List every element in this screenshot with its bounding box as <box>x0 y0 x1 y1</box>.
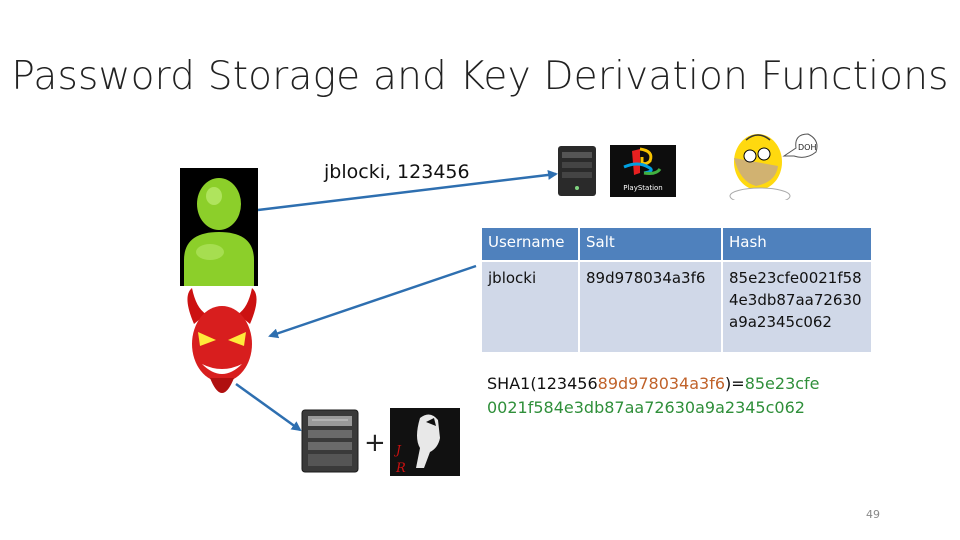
formula-hash-line2: 0021f584e3db87aa72630a9a2345c062 <box>487 398 805 417</box>
formula-mid: )= <box>725 374 745 393</box>
hash-line: 4e3db87aa72630 <box>729 291 862 309</box>
cell-hash: 85e23cfe0021f58 4e3db87aa72630 a9a2345c0… <box>723 262 871 352</box>
sha1-formula: SHA1(12345689d978034a3f6)=85e23cfe 0021f… <box>487 372 820 420</box>
page-number: 49 <box>866 508 880 521</box>
svg-text:J: J <box>393 443 402 457</box>
homer-doh-icon: DOH <box>729 133 818 200</box>
cell-username: jblocki <box>482 262 578 352</box>
slide-title: Password Storage and Key Derivation Func… <box>11 54 949 99</box>
header-salt: Salt <box>580 228 721 260</box>
formula-prefix: SHA1(123456 <box>487 374 598 393</box>
table-header-row: Username Salt Hash <box>482 228 871 260</box>
cell-salt: 89d978034a3f6 <box>580 262 721 352</box>
formula-salt: 89d978034a3f6 <box>597 374 726 393</box>
plus-sign: + <box>364 428 386 458</box>
hash-line: 85e23cfe0021f58 <box>729 269 862 287</box>
hash-line: a9a2345c062 <box>729 313 832 331</box>
header-hash: Hash <box>723 228 871 260</box>
devil-attacker-icon <box>187 288 257 393</box>
arrow-table-to-attacker <box>268 264 477 339</box>
header-username: Username <box>482 228 578 260</box>
cracking-server-icon <box>301 409 359 473</box>
user-icon <box>180 168 258 286</box>
playstation-symbol-icon <box>623 147 662 175</box>
server-icon <box>558 146 596 196</box>
credentials-label: jblocki, 123456 <box>324 161 470 183</box>
arrow-attacker-to-cracker <box>235 382 302 432</box>
john-the-ripper-logo: J R <box>390 408 460 476</box>
svg-text:R: R <box>395 461 406 476</box>
homer-speech-text: DOH <box>798 143 816 152</box>
arrow-user-to-server <box>257 169 558 212</box>
playstation-text: PlayStation <box>623 184 663 192</box>
formula-hash-line1: 85e23cfe <box>744 374 820 393</box>
hash-table: Username Salt Hash jblocki 89d978034a3f6… <box>480 226 873 354</box>
table-row: jblocki 89d978034a3f6 85e23cfe0021f58 4e… <box>482 262 871 352</box>
playstation-logo: PlayStation <box>610 145 676 197</box>
